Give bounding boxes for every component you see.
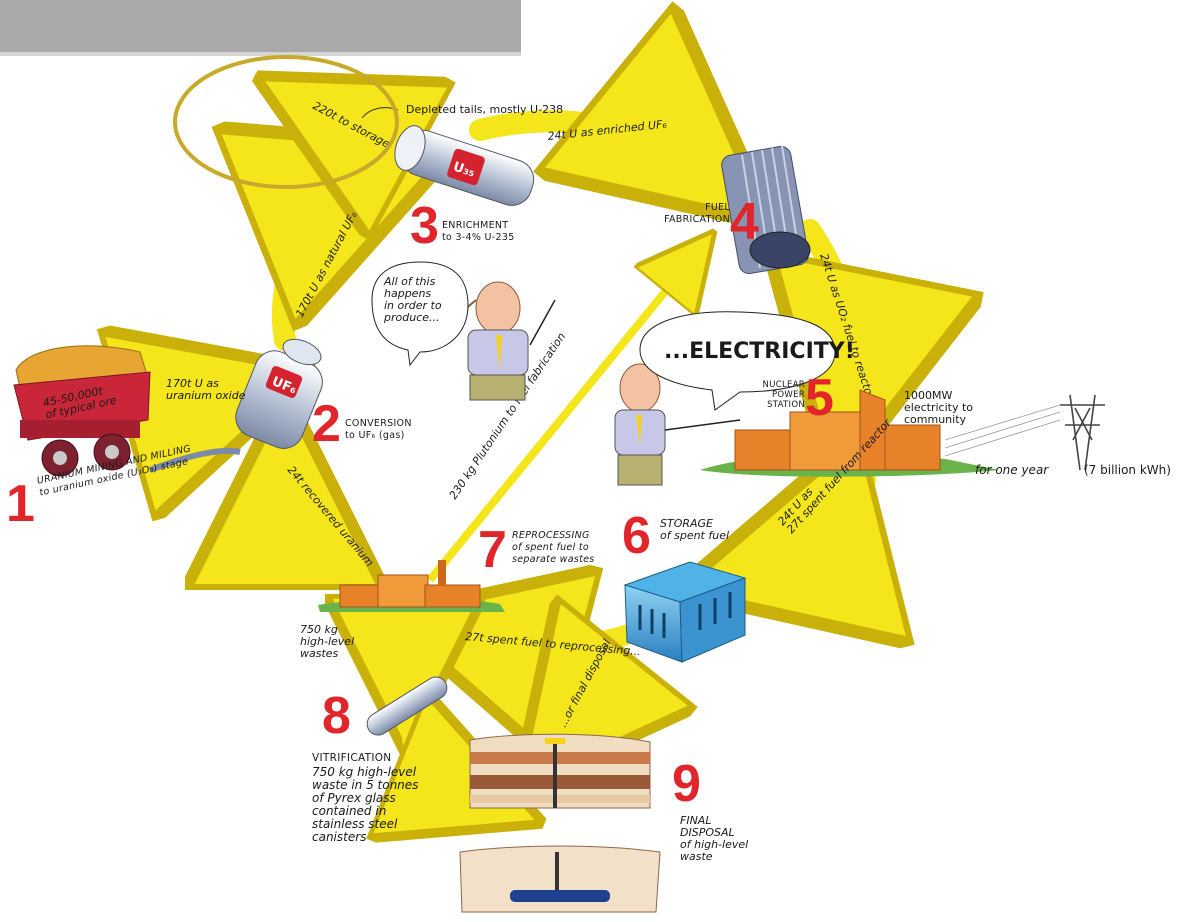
step-number-6: 6 — [622, 510, 651, 562]
step-number-4: 4 — [730, 196, 759, 248]
step-number-8: 8 — [322, 690, 351, 742]
header-bar — [0, 0, 521, 52]
label-to-storage: 220t to storage — [311, 99, 392, 151]
storage-pool — [625, 562, 745, 662]
tails-pointer — [362, 108, 398, 118]
one-year-label: for one year — [975, 464, 1075, 476]
highlight-ellipse — [175, 57, 397, 187]
step-label-3: ENRICHMENT to 3-4% U-235 — [442, 220, 552, 244]
step-label-7: REPROCESSING of spent fuel to separate w… — [512, 530, 622, 566]
step-number-2: 2 — [312, 398, 341, 450]
vitrification-description: 750 kg high-level waste in 5 tonnes of P… — [312, 766, 472, 844]
presenter-speech: All of this happens in order to produce.… — [384, 276, 464, 324]
header-bar-shadow — [0, 52, 521, 56]
step-label-5: NUCLEAR POWER STATION — [735, 380, 805, 410]
mining-flow-label: 170t U as uranium oxide — [166, 378, 256, 402]
repository — [460, 734, 660, 912]
step-number-7: 7 — [478, 524, 507, 576]
step-number-9: 9 — [672, 758, 701, 810]
step-label-9: FINAL DISPOSAL of high-level waste — [680, 815, 780, 863]
step-label-2: CONVERSION to UF₆ (gas) — [345, 418, 455, 442]
step-number-3: 3 — [410, 200, 439, 252]
step-number-5: 5 — [805, 372, 834, 424]
step-number-1: 1 — [6, 478, 35, 530]
electricity-speech: ...ELECTRICITY! — [664, 340, 834, 364]
kwh-label: (7 billion kWh) — [1084, 464, 1184, 476]
electricity-output-label: 1000MW electricity to community — [904, 390, 1004, 426]
step-label-8: VITRIFICATION — [312, 752, 422, 764]
hlw-label: 750 kg high-level wastes — [300, 624, 390, 660]
depleted-tails-label: Depleted tails, mostly U-238 — [406, 104, 606, 116]
step-label-6: STORAGE of spent fuel — [660, 518, 750, 542]
step-label-4: FUEL FABRICATION — [650, 202, 730, 226]
